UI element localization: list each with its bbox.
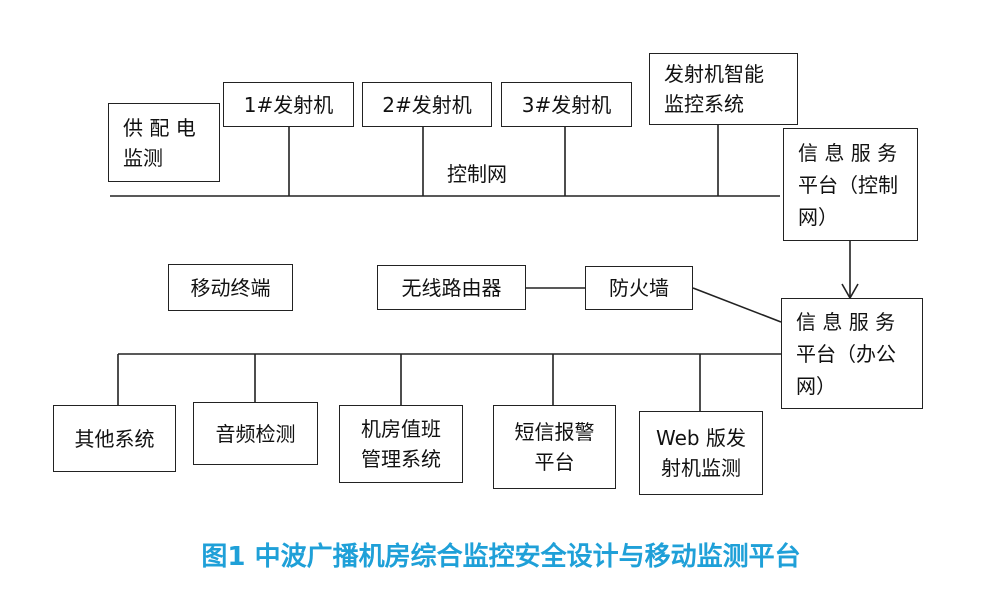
web-transmitter-monitor-box: Web 版发 射机监测: [639, 411, 763, 495]
info-platform-office-box: 信 息 服 务 平台（办公 网）: [781, 298, 923, 409]
sms-alarm-box: 短信报警 平台: [493, 405, 616, 489]
transmitter-2-box: 2#发射机: [362, 82, 492, 127]
transmitter-smart-monitor-box: 发射机智能 监控系统: [649, 53, 798, 125]
firewall-box: 防火墙: [585, 266, 693, 310]
power-monitor-box: 供 配 电 监测: [108, 103, 220, 182]
firewall-platform-link: [692, 287, 782, 323]
mobile-terminal-box: 移动终端: [168, 264, 293, 311]
control-network-label: 控制网: [447, 162, 507, 186]
other-systems-box: 其他系统: [53, 405, 176, 472]
transmitter-3-box: 3#发射机: [501, 82, 632, 127]
figure-caption: 图1 中波广播机房综合监控安全设计与移动监测平台: [201, 542, 801, 572]
info-platform-control-box: 信 息 服 务 平台（控制 网）: [783, 128, 918, 241]
audio-detection-box: 音频检测: [193, 402, 318, 465]
wireless-router-box: 无线路由器: [377, 265, 526, 310]
duty-management-box: 机房值班 管理系统: [339, 405, 463, 483]
transmitter-1-box: 1#发射机: [223, 82, 354, 127]
